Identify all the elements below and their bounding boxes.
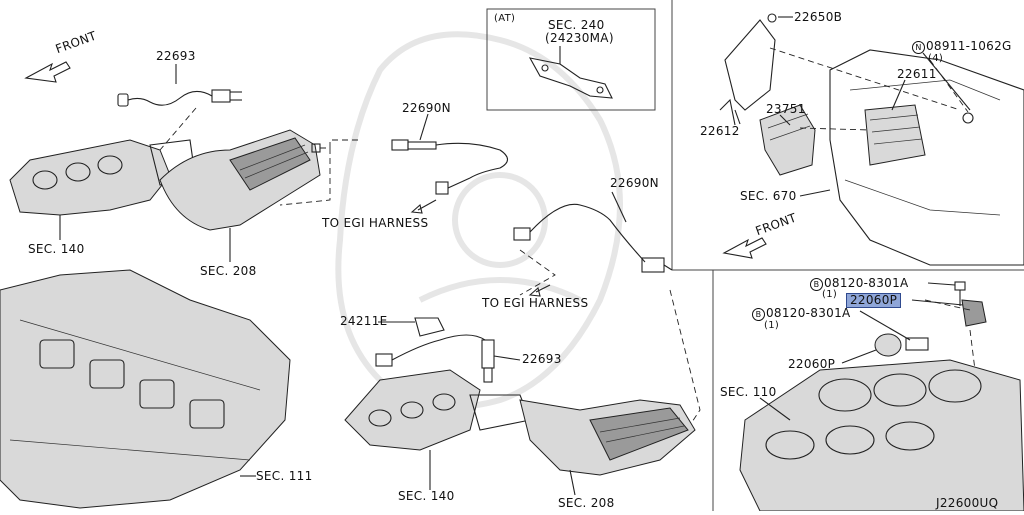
engine-block-left [0, 269, 291, 509]
label-sec140-bottom: SEC. 140 [398, 489, 455, 503]
panel-frames [486, 0, 1024, 511]
label-22650b: 22650B [794, 10, 843, 24]
bolt-n-code: 08911-1062G [926, 39, 1012, 53]
leader-sec110 [759, 397, 791, 421]
nut-08911-icon [962, 112, 974, 124]
oxygen-sensor-22693-top [117, 64, 242, 107]
ecm-bracket-22612 [719, 13, 777, 126]
label-22060p-highlight: 22060P [846, 293, 902, 308]
arrow-head-egi-2 [528, 286, 541, 297]
clip-24211e [414, 317, 445, 337]
label-22690n-mid: 22690N [610, 176, 659, 190]
oxygen-sensor-22690n-top [391, 139, 509, 195]
label-22693-top: 22693 [156, 49, 196, 63]
label-bolt-n-qty: (4) [928, 53, 944, 64]
catalytic-converter-left [59, 129, 321, 262]
label-sec110: SEC. 110 [720, 385, 777, 399]
oxygen-sensor-22693-mid [375, 334, 495, 383]
label-sec140-left: SEC. 140 [28, 242, 85, 256]
label-23751: 23751 [766, 102, 806, 116]
arrow-head-egi-1 [410, 203, 423, 214]
label-sec670: SEC. 670 [740, 189, 797, 203]
cylinder-block-sec110 [739, 359, 1024, 512]
bolt-b2-symbol: B [752, 308, 765, 321]
label-22693-mid: 22693 [522, 352, 562, 366]
label-22611: 22611 [897, 67, 937, 81]
label-to-egi-2: TO EGI HARNESS [482, 296, 589, 310]
catalytic-converter-bottom [519, 399, 696, 496]
diagram-code: J22600UQ [936, 496, 999, 510]
dash-right-sensor [519, 249, 701, 441]
body-panel-sec670 [829, 49, 1024, 266]
label-bolt-b1-qty: (1) [822, 289, 838, 300]
at-bracket-part [528, 46, 613, 99]
dash-center-sensor [279, 139, 360, 206]
label-22060p: 22060P [788, 357, 836, 371]
bolt-b1-code: 08120-8301A [824, 276, 909, 290]
label-sec208-bottom: SEC. 208 [558, 496, 615, 510]
front-arrow-left-icon [24, 61, 71, 83]
ecm-module-22611 [864, 104, 926, 166]
oxygen-sensor-22690n-mid [513, 191, 673, 273]
knock-sensor-22060p [874, 333, 929, 357]
at-box-frame [486, 8, 656, 111]
clip-22650b-icon [767, 13, 777, 23]
leader-22690n-mid [611, 191, 627, 223]
dash-knock-1 [924, 299, 971, 311]
leader-sec208-bottom [569, 469, 576, 496]
label-22690n-top: 22690N [402, 101, 451, 115]
label-24211e: 24211E [340, 314, 388, 328]
label-to-egi-1: TO EGI HARNESS [322, 216, 429, 230]
front-arrow-right-icon [722, 237, 767, 259]
bolt-b1-symbol: B [810, 278, 823, 291]
label-at-sec240-code: (24230MA) [545, 31, 614, 45]
label-sec111: SEC. 111 [256, 469, 313, 483]
label-at-tag: (AT) [494, 13, 516, 24]
bolt-b2-code: 08120-8301A [766, 306, 851, 320]
bolt-n-symbol: N [912, 41, 925, 54]
knock-sensor-bolt-top [954, 281, 966, 306]
label-bolt-b2-qty: (1) [764, 320, 780, 331]
label-at-sec240: SEC. 240 [548, 18, 605, 32]
watermark-emblem [335, 31, 623, 410]
exhaust-manifold-bottom [344, 369, 531, 490]
knock-sensor-22060p-top [961, 299, 987, 327]
label-sec208-left: SEC. 208 [200, 264, 257, 278]
dash-knock-2 [969, 329, 976, 371]
label-22612: 22612 [700, 124, 740, 138]
label-leaders [378, 16, 971, 364]
